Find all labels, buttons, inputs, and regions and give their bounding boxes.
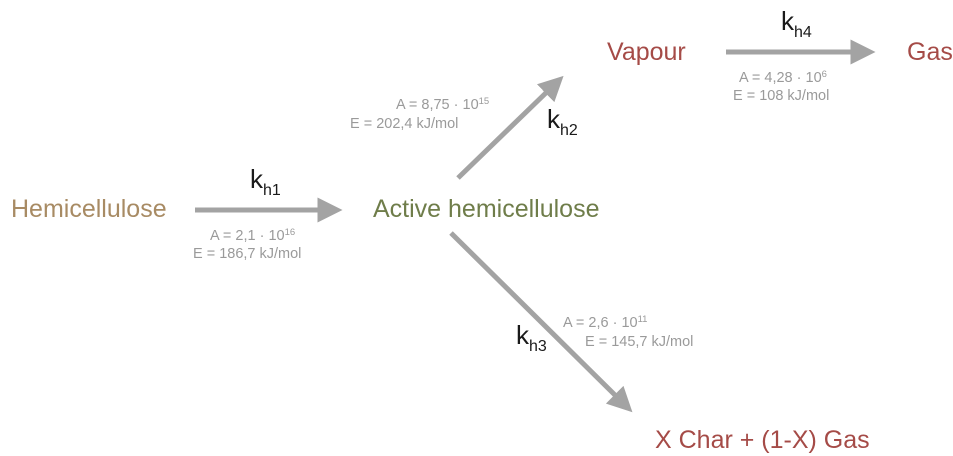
param-A-exponent: 15 <box>478 96 490 107</box>
rate-label-kh4: kh4 <box>781 6 812 48</box>
rate-label-kh3: kh3 <box>516 320 547 362</box>
arrow-kh3 <box>449 231 633 413</box>
param-A-kh3: A = 2,6 · 1011 <box>563 309 647 334</box>
param-A-exponent: 11 <box>637 314 648 325</box>
arrow-kh2 <box>456 75 564 180</box>
rate-symbol: k <box>516 320 529 350</box>
rate-symbol: k <box>250 164 263 194</box>
rate-subscript: h2 <box>560 122 578 139</box>
rate-symbol: k <box>781 6 794 36</box>
node-active-hemicellulose: Active hemicellulose <box>373 195 600 223</box>
param-E-kh4: E = 108 kJ/mol <box>733 88 830 104</box>
node-char-gas: X Char + (1-X) Gas <box>655 426 870 454</box>
rate-label-kh2: kh2 <box>547 104 578 146</box>
param-A-text: A = 2,6 · 10 <box>563 315 638 331</box>
param-A-text: A = 4,28 · 10 <box>739 70 822 86</box>
param-A-kh2: A = 8,75 · 1015 <box>396 91 489 116</box>
rate-subscript: h1 <box>263 182 281 199</box>
param-E-kh1: E = 186,7 kJ/mol <box>193 246 302 262</box>
node-gas: Gas <box>907 38 953 66</box>
param-A-exponent: 16 <box>284 227 296 238</box>
rate-label-kh1: kh1 <box>250 164 281 206</box>
param-A-kh4: A = 4,28 · 106 <box>739 64 827 89</box>
param-E-kh3: E = 145,7 kJ/mol <box>585 334 694 350</box>
rate-subscript: h4 <box>794 24 812 41</box>
param-A-text: A = 8,75 · 10 <box>396 97 479 113</box>
param-A-kh1: A = 2,1 · 1016 <box>210 222 295 247</box>
param-E-kh2: E = 202,4 kJ/mol <box>350 116 459 132</box>
rate-symbol: k <box>547 104 560 134</box>
param-A-exponent: 6 <box>821 69 827 80</box>
param-A-text: A = 2,1 · 10 <box>210 228 285 244</box>
node-hemicellulose: Hemicellulose <box>11 195 167 223</box>
rate-subscript: h3 <box>529 338 547 355</box>
node-vapour: Vapour <box>607 38 686 66</box>
